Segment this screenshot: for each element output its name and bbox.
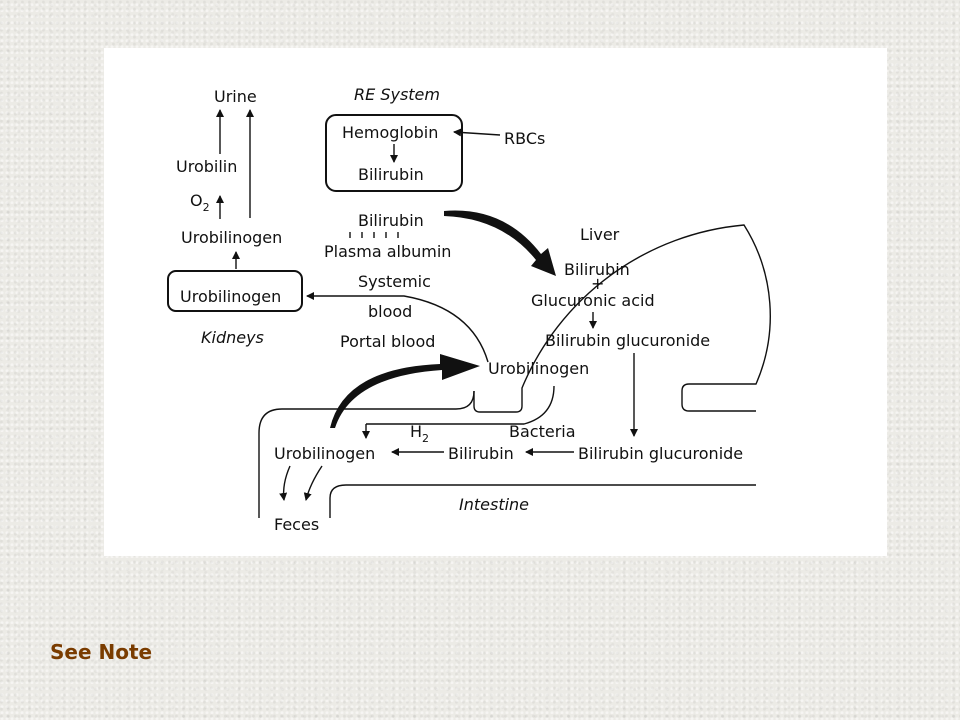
see-note-link[interactable]: See Note bbox=[50, 640, 153, 664]
o2-label: O2 bbox=[190, 191, 210, 214]
systemic-label: Systemic bbox=[358, 272, 431, 291]
rbcs-to-hemoglobin-arrow bbox=[453, 128, 501, 137]
kidney-box bbox=[167, 270, 303, 312]
liver-to-kidney-arrow bbox=[306, 292, 489, 363]
intestine-label: Intestine bbox=[459, 495, 529, 514]
kidneys-label: Kidneys bbox=[201, 328, 264, 347]
urine-label: Urine bbox=[214, 87, 257, 106]
urobilinogen-to-feces-arrow-left bbox=[279, 465, 291, 501]
blood-label: blood bbox=[368, 302, 412, 321]
liver-outline bbox=[473, 224, 771, 413]
bilirubin-re-label: Bilirubin bbox=[358, 165, 424, 184]
bilirubin-glucuronide-intestine-label: Bilirubin glucuronide bbox=[578, 444, 743, 463]
glucuronic-acid-label: Glucuronic acid bbox=[531, 291, 655, 310]
diagram-panel: RE System Hemoglobin Bilirubin RBCs Bili… bbox=[104, 48, 887, 556]
bilirubin-intestine-label: Bilirubin bbox=[448, 444, 514, 463]
intestine-inner-wall bbox=[366, 385, 555, 425]
liver-label: Liver bbox=[580, 225, 620, 244]
intestine-lower-wall bbox=[329, 484, 756, 518]
liver-bilirubin-label: Bilirubin bbox=[564, 260, 630, 279]
portal-blood-big-arrow bbox=[330, 354, 480, 428]
h2-label: H2 bbox=[410, 422, 429, 445]
portal-blood-label: Portal blood bbox=[340, 332, 435, 351]
urobilinogen-liver-label: Urobilinogen bbox=[488, 359, 589, 378]
urobilinogen-to-feces-arrow-right bbox=[303, 465, 323, 501]
bilirubin-metabolism-diagram: RE System Hemoglobin Bilirubin RBCs Bili… bbox=[167, 85, 771, 534]
bilirubin-plasma-label: Bilirubin bbox=[358, 211, 424, 230]
bacteria-label: Bacteria bbox=[509, 422, 576, 441]
urobilinogen-urine-label: Urobilinogen bbox=[181, 228, 282, 247]
urobilinogen-kidney-label: Urobilinogen bbox=[180, 287, 281, 306]
feces-label: Feces bbox=[274, 515, 319, 534]
rbcs-label: RBCs bbox=[504, 129, 545, 148]
intestine-upper-wall bbox=[258, 390, 475, 518]
albumin-binding-ticks bbox=[349, 232, 399, 238]
bilirubin-glucuronide-liver-label: Bilirubin glucuronide bbox=[545, 331, 710, 350]
bilirubin-to-liver-big-arrow bbox=[444, 210, 556, 276]
re-system-label: RE System bbox=[354, 85, 440, 104]
plasma-albumin-label: Plasma albumin bbox=[324, 242, 451, 261]
urobilin-label: Urobilin bbox=[176, 157, 237, 176]
plus-sign: + bbox=[591, 274, 604, 293]
urobilinogen-intestine-label: Urobilinogen bbox=[274, 444, 375, 463]
hemoglobin-label: Hemoglobin bbox=[342, 123, 438, 142]
